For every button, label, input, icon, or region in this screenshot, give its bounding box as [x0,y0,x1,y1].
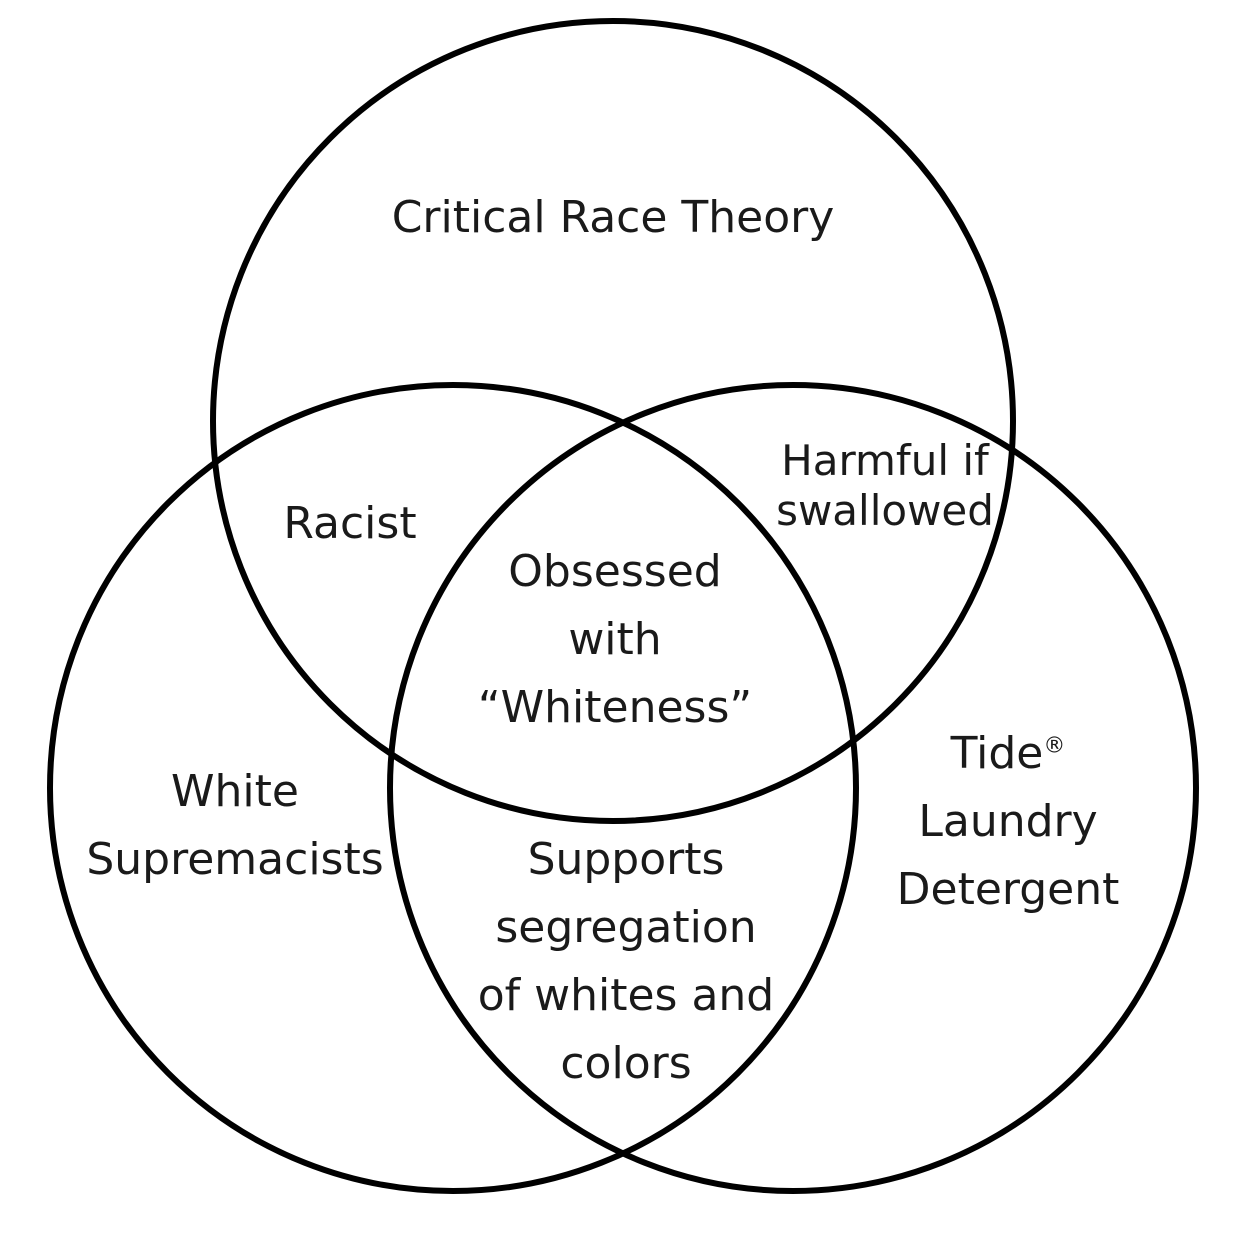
registered-trademark-mark: ® [1043,733,1066,759]
circle-critical-race-theory [210,18,1016,824]
circle-white-supremacists [47,382,859,1194]
label-center-obsessed-with-whiteness: Obsessed with “Whiteness” [477,546,753,733]
label-tide-laundry-detergent: Tide® Laundry Detergent [896,728,1120,915]
label-supports-segregation: Supports segregation of whites and color… [477,834,775,1089]
tide-word: Tide [950,728,1044,779]
label-harmful-if-swallowed: Harmful if swallowed [776,436,994,535]
label-white-supremacists: White Supremacists [86,766,384,885]
circle-tide-laundry-detergent [387,382,1199,1194]
label-racist: Racist [283,498,417,549]
label-critical-race-theory: Critical Race Theory [391,192,835,243]
